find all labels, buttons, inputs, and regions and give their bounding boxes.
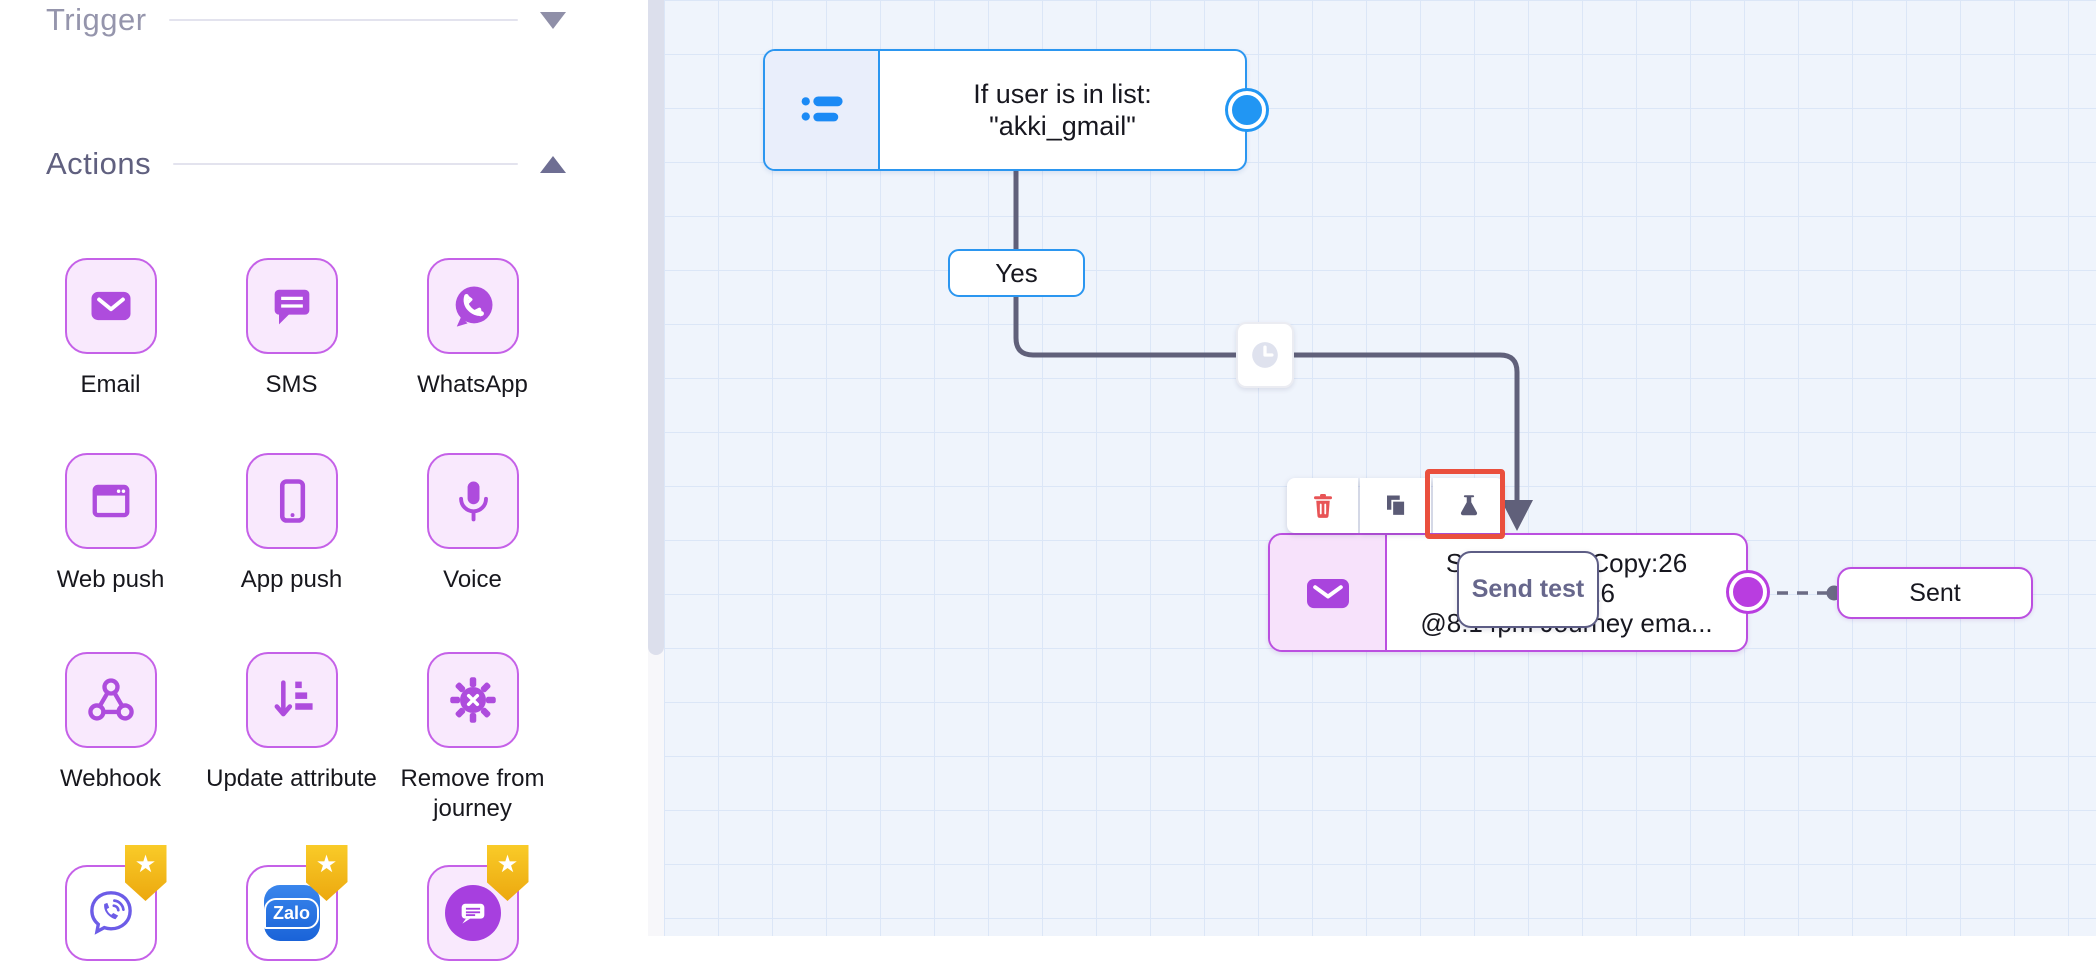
web-push-icon <box>92 484 129 518</box>
tile-label: WhatsApp <box>417 371 528 398</box>
tile-label: Email <box>80 371 141 398</box>
delay-chip[interactable] <box>1236 322 1294 388</box>
condition-node-title: If user is in list: "akki_gmail" <box>973 79 1152 141</box>
journey-canvas[interactable]: If user is in list: "akki_gmail" Yes <box>664 0 2096 936</box>
sidebar-scrollbar-thumb[interactable] <box>648 0 664 655</box>
business-messages-icon <box>444 885 501 941</box>
chevron-down-icon[interactable] <box>540 11 566 29</box>
action-tile-email[interactable]: Email <box>20 258 201 400</box>
delete-node-button[interactable] <box>1287 478 1358 533</box>
branch-label-yes[interactable]: Yes <box>948 249 1085 297</box>
sidebar-scrollbar-track[interactable] <box>648 0 664 936</box>
duplicate-icon <box>1386 495 1406 517</box>
email-icon-pane <box>1270 535 1387 650</box>
email-icon <box>1306 578 1349 608</box>
tile-label: SMS <box>265 371 318 398</box>
arrowhead-icon <box>1501 500 1533 531</box>
webhook-icon <box>87 678 134 721</box>
action-tile-whatsapp[interactable]: WhatsApp <box>382 258 563 400</box>
sms-icon <box>274 289 309 325</box>
action-tile-viber[interactable]: ★ <box>20 845 201 961</box>
action-tile-app-push[interactable]: App push <box>201 453 382 595</box>
trash-icon <box>1313 493 1332 518</box>
star-icon: ★ <box>315 851 338 878</box>
email-output-port[interactable] <box>1729 573 1767 611</box>
tile-label: Voice <box>443 566 502 593</box>
remove-from-journey-icon <box>449 677 496 723</box>
flask-icon <box>1460 494 1477 515</box>
tile-label: Web push <box>56 566 165 593</box>
tile-label: Update attribute <box>206 765 377 792</box>
tile-label: App push <box>240 566 343 593</box>
update-attribute-icon <box>274 680 313 717</box>
send-test-tooltip: Send test <box>1457 551 1599 628</box>
tile-label: Webhook <box>60 765 161 792</box>
star-icon: ★ <box>496 851 519 878</box>
trigger-section-title: Trigger <box>46 2 147 37</box>
divider <box>168 19 518 21</box>
star-icon: ★ <box>134 851 157 878</box>
actions-sidebar: Trigger Actions Email SMS WhatsApp <box>0 0 648 961</box>
app-push-icon <box>279 479 305 523</box>
sent-terminal-node[interactable]: Sent <box>1837 567 2033 619</box>
divider <box>173 163 518 165</box>
action-tile-zalo[interactable]: ★ Zalo <box>201 845 382 961</box>
action-tile-voice[interactable]: Voice <box>382 453 563 595</box>
actions-section-title: Actions <box>46 146 152 181</box>
action-tile-web-push[interactable]: Web push <box>20 453 201 595</box>
condition-icon-pane <box>765 51 880 169</box>
action-tile-webhook[interactable]: Webhook <box>20 652 201 824</box>
action-tile-sms[interactable]: SMS <box>201 258 382 400</box>
voice-icon <box>458 481 488 522</box>
clock-icon <box>1252 342 1278 368</box>
duplicate-node-button[interactable] <box>1360 478 1431 533</box>
zalo-logo-text: Zalo <box>263 897 319 929</box>
chevron-up-icon[interactable] <box>540 155 566 173</box>
email-icon <box>91 291 130 321</box>
action-tile-business-messages[interactable]: ★ <box>382 845 563 961</box>
send-test-button[interactable] <box>1433 478 1504 533</box>
zalo-icon: Zalo <box>263 885 320 941</box>
trigger-section-header[interactable]: Trigger <box>46 2 566 38</box>
condition-output-port[interactable] <box>1228 91 1266 129</box>
condition-node[interactable]: If user is in list: "akki_gmail" <box>763 49 1247 171</box>
tile-label: Remove from journey <box>400 765 545 822</box>
node-toolbar <box>1287 478 1504 533</box>
viber-icon <box>89 891 132 935</box>
actions-section-header[interactable]: Actions <box>46 146 566 182</box>
action-tile-update-attribute[interactable]: Update attribute <box>201 652 382 824</box>
whatsapp-icon <box>455 286 492 327</box>
list-icon <box>801 96 843 122</box>
action-tile-remove-from-journey[interactable]: Remove from journey <box>382 652 563 824</box>
